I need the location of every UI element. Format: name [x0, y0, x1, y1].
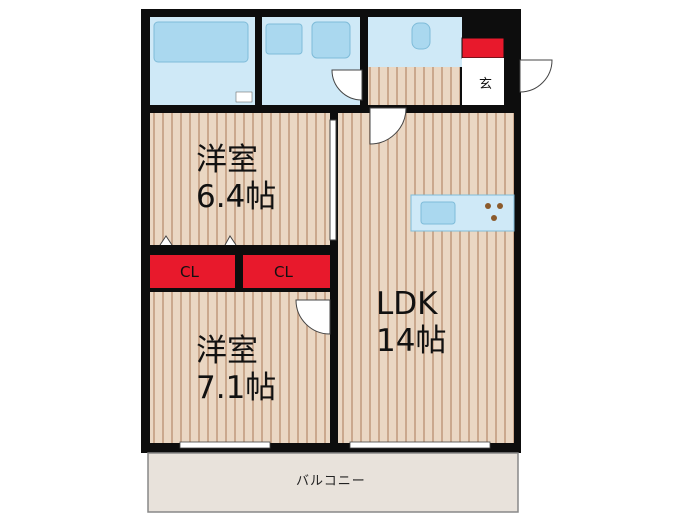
- washing-machine: [311, 21, 351, 59]
- sliding-door: [329, 119, 337, 241]
- room-2-name: 洋室: [196, 333, 258, 369]
- shoe-cabinet: [461, 37, 505, 59]
- kitchen-sink: [420, 201, 456, 225]
- room-1-size: 6.4帖: [196, 179, 276, 215]
- ldk-name: LDK: [376, 286, 438, 322]
- entrance: [462, 58, 504, 105]
- closet-left-label: CL: [180, 263, 199, 281]
- washbasin: [265, 23, 303, 55]
- entrance-door-swing: [519, 59, 553, 93]
- balcony-label: バルコニー: [296, 474, 366, 489]
- bathroom-door: [235, 91, 253, 103]
- balcony: [147, 452, 519, 513]
- closet-right-label: CL: [274, 263, 293, 281]
- room-1-name: 洋室: [196, 142, 258, 178]
- western-room-1: [150, 113, 330, 245]
- window-room-2: [179, 441, 271, 449]
- window-ldk: [349, 441, 491, 449]
- stove-icon: [485, 203, 503, 221]
- bathtub: [153, 21, 249, 63]
- hallway: [368, 67, 460, 105]
- entrance-label: 玄: [479, 77, 492, 92]
- closet-left: [150, 255, 235, 288]
- closet-door-marks-top: [159, 235, 237, 246]
- closet-right: [243, 255, 330, 288]
- corridor-door-swing: [331, 69, 363, 101]
- toilet: [411, 22, 431, 50]
- ldk-size: 14帖: [376, 323, 446, 359]
- room-2-door-swing: [295, 299, 331, 335]
- room-2-size: 7.1帖: [196, 370, 276, 406]
- ldk-door-swing-fill: [369, 107, 407, 145]
- ldk-room: [338, 113, 514, 443]
